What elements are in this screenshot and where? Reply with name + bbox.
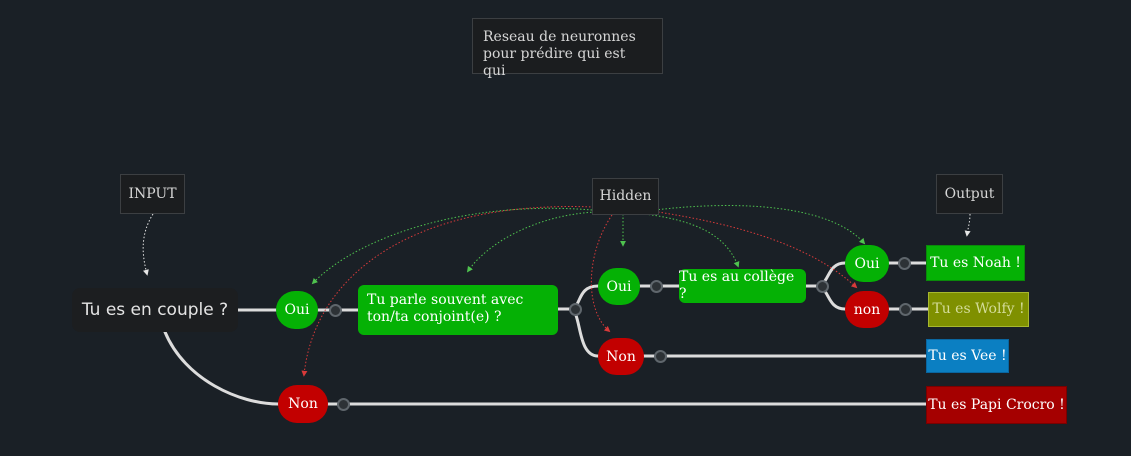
output-wolfy-text: Tu es Wolfy ! bbox=[932, 301, 1025, 317]
arrow-hidden-to-non-3 bbox=[657, 211, 858, 289]
output-wolfy[interactable]: Tu es Wolfy ! bbox=[928, 292, 1029, 327]
branch-college-non[interactable]: non bbox=[845, 291, 889, 328]
branch-couple-oui-label: Oui bbox=[284, 302, 310, 318]
arrow-hidden-to-college bbox=[644, 213, 740, 268]
branch-couple-non[interactable]: Non bbox=[278, 385, 328, 423]
branch-college-non-label: non bbox=[853, 301, 881, 318]
branch-college-oui-label: Oui bbox=[854, 255, 880, 272]
arrow-hidden-to-parle bbox=[466, 211, 596, 273]
branch-parle-non-label: Non bbox=[606, 348, 636, 365]
branch-parle-oui-label: Oui bbox=[606, 278, 632, 295]
collapse-knob-college-oui[interactable] bbox=[898, 257, 911, 270]
branch-college-oui[interactable]: Oui bbox=[845, 245, 889, 282]
output-label: Output bbox=[936, 174, 1003, 214]
question-parle[interactable]: Tu parle souvent avec ton/ta conjoint(e)… bbox=[358, 285, 558, 335]
output-vee[interactable]: Tu es Vee ! bbox=[926, 339, 1009, 373]
hidden-label-text: Hidden bbox=[599, 188, 652, 204]
output-papi[interactable]: Tu es Papi Crocro ! bbox=[926, 386, 1067, 424]
collapse-knob-college-non[interactable] bbox=[899, 303, 912, 316]
hidden-label: Hidden bbox=[592, 178, 659, 215]
question-college-text: Tu es au collège ? bbox=[679, 269, 795, 302]
wire-parle-non bbox=[568, 307, 600, 358]
collapse-knob-parle-oui[interactable] bbox=[650, 280, 663, 293]
branch-couple-oui[interactable]: Oui bbox=[276, 291, 318, 329]
title-text: Reseau de neuronnes pour prédire qui est… bbox=[483, 29, 636, 79]
title-note: Reseau de neuronnes pour prédire qui est… bbox=[472, 18, 663, 79]
collapse-knob-college[interactable] bbox=[816, 280, 829, 293]
collapse-knob-couple-oui[interactable] bbox=[329, 304, 342, 317]
branch-parle-oui[interactable]: Oui bbox=[598, 268, 640, 305]
arrow-hidden-to-oui-3 bbox=[654, 205, 866, 245]
input-label: INPUT bbox=[120, 174, 185, 214]
wire-root-non bbox=[163, 330, 280, 406]
arrow-input bbox=[142, 213, 154, 276]
output-noah[interactable]: Tu es Noah ! bbox=[926, 245, 1025, 281]
output-noah-text: Tu es Noah ! bbox=[930, 254, 1021, 271]
question-parle-text: Tu parle souvent avec ton/ta conjoint(e)… bbox=[367, 292, 524, 325]
output-vee-text: Tu es Vee ! bbox=[928, 347, 1007, 364]
output-papi-text: Tu es Papi Crocro ! bbox=[928, 396, 1065, 413]
collapse-knob-parle[interactable] bbox=[569, 303, 582, 316]
branch-parle-non[interactable]: Non bbox=[598, 338, 644, 375]
question-college[interactable]: Tu es au collège ? bbox=[679, 269, 806, 303]
root-question-text: Tu es en couple ? bbox=[81, 300, 229, 320]
branch-couple-non-label: Non bbox=[288, 396, 318, 412]
output-label-text: Output bbox=[944, 185, 995, 202]
input-label-text: INPUT bbox=[128, 185, 177, 202]
collapse-knob-couple-non[interactable] bbox=[337, 398, 350, 411]
root-question-couple[interactable]: Tu es en couple ? bbox=[72, 288, 238, 332]
arrow-output bbox=[964, 213, 971, 237]
collapse-knob-parle-non[interactable] bbox=[654, 350, 667, 363]
arrow-hidden-to-oui-1 bbox=[311, 207, 593, 285]
